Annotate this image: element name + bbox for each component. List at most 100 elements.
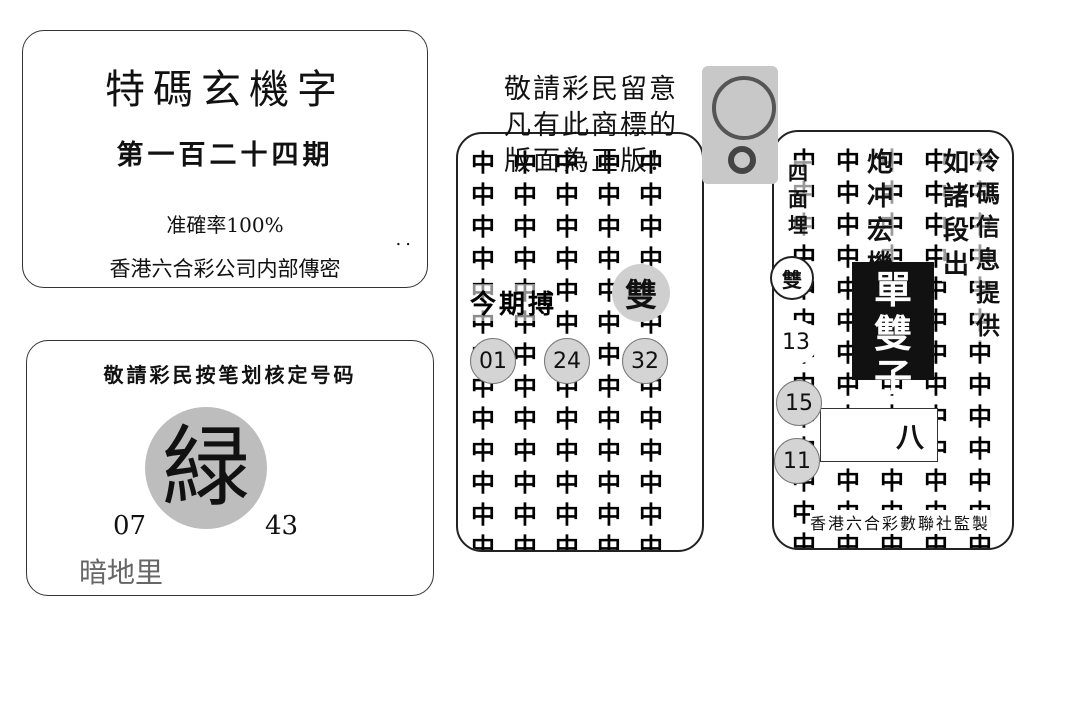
grid-char: 中: [597, 308, 621, 337]
grid-char: 中: [471, 404, 495, 433]
grid-char: 中: [597, 180, 621, 209]
grid-char: 中: [968, 530, 992, 550]
grid-char: 中: [924, 530, 948, 550]
grid-char: 中: [836, 530, 860, 550]
number-circle: 24: [544, 338, 590, 384]
left-column-text: 四面埋: [784, 160, 812, 238]
grid-char: 中: [513, 340, 537, 369]
grid-char: 中: [471, 532, 495, 552]
grid-char: 中: [513, 532, 537, 552]
grid-char: 中: [968, 434, 992, 463]
grid-char: 中: [639, 212, 663, 241]
number-circle: 11: [774, 438, 820, 484]
bottom-left-panel: 敬請彩民按笔划核定号码 緑 07 43 暗地里: [26, 340, 434, 596]
source-text: 香港六合彩公司内部傳密: [109, 257, 341, 281]
grid-char: 中: [471, 244, 495, 273]
notice-line: 凡有此商標的: [504, 110, 678, 141]
grid-char: 中: [597, 436, 621, 465]
grid-char: 中: [555, 244, 579, 273]
number-left: 07: [113, 511, 147, 541]
grid-char: 中: [880, 466, 904, 495]
grid-char: 中: [597, 372, 621, 401]
grid-char: 中: [597, 244, 621, 273]
pattern-card-left: 中中中中中中中中中中中中中中中中中中中中中中中中中中中中中中中中中中中中中中中中…: [456, 132, 704, 552]
grid-char: 中: [836, 466, 860, 495]
panel-title: 特碼玄機字: [105, 67, 345, 113]
char-grid: 中中中中中中中中中中中中中中中中中中中中中中中中中中中中中中中中中中中中中中中中…: [462, 144, 702, 552]
color-circle: 緑: [145, 407, 267, 529]
accuracy-text: 准確率100%: [166, 213, 284, 237]
grid-char: 中: [513, 468, 537, 497]
logo-ring: [712, 76, 776, 140]
issue-number: 第一百二十四期: [116, 140, 334, 171]
grid-char: 中: [555, 308, 579, 337]
grid-char: 中: [513, 436, 537, 465]
grid-char: 中: [836, 210, 860, 239]
outlined-box: [820, 408, 938, 462]
number-circle: 32: [622, 338, 668, 384]
grid-char: 中: [639, 500, 663, 529]
trademark-logo: [702, 66, 778, 184]
grid-char: 中: [639, 436, 663, 465]
eight-char: 八: [896, 421, 925, 454]
footer-text: 香港六合彩數聯社監製: [810, 510, 991, 534]
grid-char: 中: [597, 148, 621, 177]
grid-char: 中: [639, 404, 663, 433]
grid-char: 中: [836, 146, 860, 175]
dots: ..: [395, 229, 415, 250]
grid-char: 中: [639, 468, 663, 497]
column-text-b: 如諸段出: [942, 146, 970, 282]
advice-text: 敬請彩民按笔划核定号码: [103, 363, 357, 387]
grid-char: 中: [968, 370, 992, 399]
grid-char: 中: [555, 500, 579, 529]
grid-char: 中: [555, 532, 579, 552]
grid-char: 中: [471, 436, 495, 465]
grid-char: 中: [597, 212, 621, 241]
grid-char: 中: [513, 244, 537, 273]
number-circle: 01: [470, 338, 516, 384]
notice-line: 敬請彩民留意: [504, 74, 678, 105]
grid-char: 中: [836, 178, 860, 207]
grid-char: 中: [471, 148, 495, 177]
even-badge: 雙: [612, 264, 670, 322]
grid-char: 中: [968, 402, 992, 431]
grid-char: 中: [513, 372, 537, 401]
grid-char: 中: [513, 180, 537, 209]
odd-even-block: 單 雙 子: [852, 262, 934, 400]
grid-char: 中: [471, 468, 495, 497]
block-char: 子: [873, 355, 912, 400]
caption-text: 暗地里: [79, 556, 164, 589]
notice-line: 版面為正版!: [504, 146, 662, 177]
grid-char: 中: [471, 212, 495, 241]
grid-char: 中: [471, 500, 495, 529]
grid-char: 中: [597, 468, 621, 497]
grid-char: 中: [639, 180, 663, 209]
this-issue-label: 今期搏: [470, 284, 558, 321]
grid-char: 中: [513, 404, 537, 433]
even-badge-small: 雙: [770, 256, 814, 300]
block-char: 單: [873, 267, 912, 312]
grid-char: 中: [471, 180, 495, 209]
grid-char: 中: [555, 276, 579, 305]
number-circle: 13: [774, 320, 818, 364]
number-right: 43: [265, 511, 299, 541]
grid-char: 中: [639, 148, 663, 177]
grid-char: 中: [555, 436, 579, 465]
grid-char: 中: [880, 530, 904, 550]
top-left-panel: 特碼玄機字 第一百二十四期 准確率100% 香港六合彩公司内部傳密 ..: [22, 30, 428, 288]
grid-char: 中: [555, 468, 579, 497]
notice-text: 敬請彩民留意 凡有此商標的 版面為正版!: [504, 72, 678, 180]
grid-char: 中: [513, 212, 537, 241]
grid-char: 中: [968, 466, 992, 495]
grid-char: 中: [924, 466, 948, 495]
grid-char: 中: [792, 530, 816, 550]
grid-char: 中: [597, 500, 621, 529]
column-text-c: 冷碼信息提供: [974, 144, 1002, 342]
grid-char: 中: [597, 532, 621, 552]
grid-char: 中: [968, 338, 992, 367]
grid-char: 中: [555, 180, 579, 209]
logo-core: [728, 146, 756, 174]
color-word: 緑: [161, 416, 250, 519]
grid-char: 中: [639, 532, 663, 552]
grid-char: 中: [555, 148, 579, 177]
